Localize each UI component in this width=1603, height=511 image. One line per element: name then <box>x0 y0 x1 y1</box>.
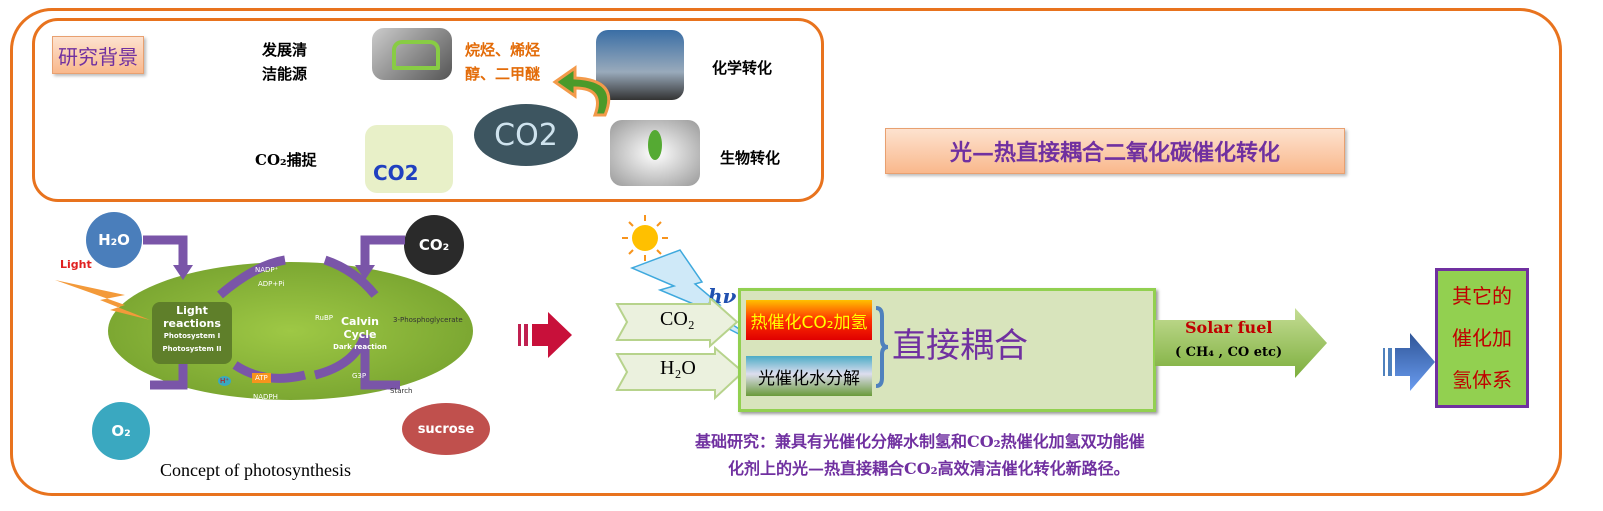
clean-energy-text: 发展清洁能源 <box>262 41 308 83</box>
co2-capture-image: CO2 <box>365 125 453 193</box>
lightning-icon <box>55 280 150 320</box>
coupling-label: 直接耦合 <box>892 326 1028 366</box>
capture-text: CO₂捕捉 <box>255 151 317 169</box>
starch-label: Starch <box>390 387 413 395</box>
g3p-label: G3P <box>352 372 367 380</box>
main-title: 光—热直接耦合二氧化碳催化转化 <box>885 128 1345 174</box>
hplus-label: H⁺ <box>218 376 231 386</box>
h2o-input-label: H₂O <box>660 357 696 379</box>
bulb-image <box>610 120 700 186</box>
background-label: 研究背景 <box>52 36 144 74</box>
nadph-label: NADPH <box>253 393 278 401</box>
sun-icon <box>632 225 658 251</box>
background-panel <box>32 18 824 202</box>
red-arrow-icon <box>518 312 572 358</box>
h2o-circle: H₂O <box>86 212 142 268</box>
co2-circle: CO₂ <box>404 215 464 275</box>
sun-lightning <box>622 215 771 351</box>
pga-label: 3-Phosphoglycerate <box>393 316 463 324</box>
co2-input-label: CO₂ <box>660 308 695 330</box>
other-systems-box: 其它的催化加氢体系 <box>1435 268 1529 408</box>
basic-research-line2: 化剂上的光—热直接耦合CO₂高效清洁催化转化新路径。 <box>728 459 1130 478</box>
nadp-label: NADP⁺ <box>255 266 279 274</box>
photocatalysis-bar: 光催化水分解 <box>746 356 872 396</box>
fuel-examples: ( CH₄ , CO etc) <box>1175 345 1283 360</box>
chemical-text: 化学转化 <box>712 59 773 77</box>
outer-frame <box>10 8 1562 496</box>
bio-text: 生物转化 <box>720 149 781 167</box>
thermal-catalysis-bar: 热催化CO₂加氢 <box>746 300 872 340</box>
light-label: Light <box>60 258 92 271</box>
atp-label: ATP <box>252 373 271 383</box>
solar-fuel-label: Solar fuel <box>1185 318 1273 337</box>
sucrose-ellipse: sucrose <box>402 403 490 455</box>
car-image <box>372 28 452 80</box>
photosynthesis-caption: Concept of photosynthesis <box>160 460 351 480</box>
co2-logo: CO2 <box>474 104 578 166</box>
rubp-label: RuBP <box>315 314 334 322</box>
output-arrow-icon <box>1155 308 1327 378</box>
o2-circle: O₂ <box>92 402 150 460</box>
factory-image <box>596 30 684 100</box>
adp-label: ADP+Pi <box>258 280 285 288</box>
input-arrows <box>615 298 745 401</box>
blue-arrow-icon <box>1383 333 1435 391</box>
brace-icon <box>875 306 889 388</box>
basic-research-line1: 基础研究：兼具有光催化分解水制氢和CO₂热催化加氢双功能催 <box>695 432 1145 451</box>
photosynthesis-arrows <box>55 235 405 390</box>
curved-arrow-icon <box>552 65 611 117</box>
products-text: 烷烃、烯烃醇、二甲醚 <box>465 41 541 83</box>
